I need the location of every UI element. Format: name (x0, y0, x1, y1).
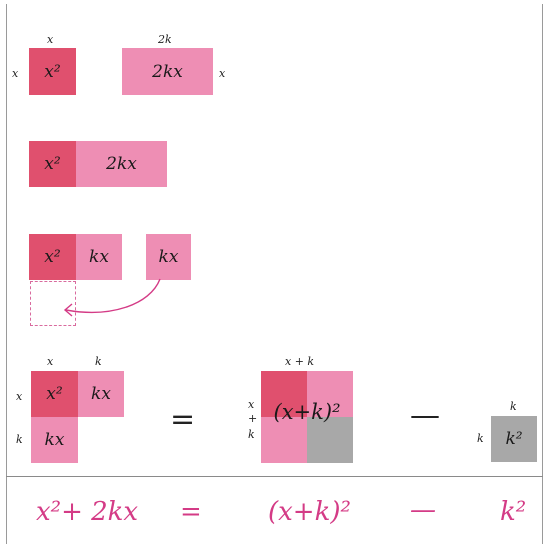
kx-bottom-tile: kx (31, 417, 78, 463)
label-x-big-side: x (248, 398, 255, 411)
label-k-top-row4: k (95, 355, 102, 368)
big-square-label: (x+k)² (273, 400, 341, 424)
x-squared-tile: x² (29, 48, 76, 95)
x-squared-tile-row4: x² (31, 371, 78, 417)
formula-middle: (x+k)² (268, 497, 351, 527)
big-square-kx-bottom (261, 417, 307, 463)
minus-sign: — (410, 398, 440, 433)
kx-right-tile: kx (78, 371, 124, 417)
formula-minus: — (410, 495, 436, 525)
big-square-k2 (307, 417, 353, 463)
label-x-plus-k: x + k (285, 355, 315, 368)
formula-rhs: k² (500, 497, 527, 527)
label-2k-top: 2k (158, 33, 172, 46)
formula-equals: = (180, 497, 202, 527)
label-x-top-row4: x (47, 355, 54, 368)
2kx-rectangle: 2kx (122, 48, 213, 95)
formula-lhs: x²+ 2kx (36, 497, 139, 527)
2kx-rectangle-row2: 2kx (76, 141, 167, 187)
label-k-small-side: k (477, 432, 484, 445)
target-slot (30, 281, 76, 326)
label-k-small-top: k (510, 400, 517, 413)
divider (6, 476, 543, 477)
kx-moved-tile: kx (146, 234, 191, 280)
label-x-side: x (12, 67, 19, 80)
label-x-side-row4: x (16, 390, 23, 403)
frame (6, 4, 543, 544)
label-x-rect-side: x (219, 67, 226, 80)
label-k-big-side: k (248, 428, 255, 441)
k-squared-tile: k² (491, 416, 537, 462)
label-x-top: x (47, 33, 54, 46)
kx-half-tile: kx (76, 234, 122, 280)
equals-sign: = (170, 402, 196, 437)
label-plus-big-side: + (248, 412, 258, 425)
x-squared-tile-row2: x² (29, 141, 76, 187)
big-square-kx-right (307, 371, 353, 417)
x-squared-tile-row3: x² (29, 234, 76, 280)
big-square-x2 (261, 371, 307, 417)
label-k-side-row4: k (16, 433, 23, 446)
